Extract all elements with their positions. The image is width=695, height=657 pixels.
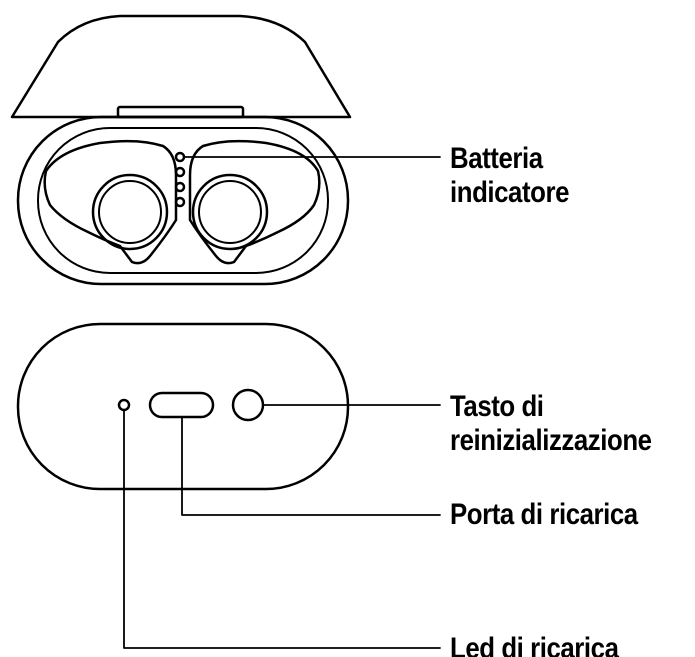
- battery-led-1: [174, 151, 186, 163]
- battery-led-3: [174, 181, 186, 193]
- battery-led-4: [174, 196, 186, 208]
- charging-port: [148, 391, 215, 419]
- leader-charging-port: [181, 416, 441, 516]
- reset-button: [231, 388, 265, 422]
- case-base-outer: [16, 115, 350, 286]
- case-bottom-view: [16, 322, 350, 491]
- charging-led: [117, 398, 131, 412]
- battery-led-2: [174, 166, 186, 178]
- label-reset-line1: Tasto di: [450, 390, 544, 423]
- case-lid: [10, 14, 352, 119]
- label-battery-line1: Batteria: [450, 142, 543, 175]
- right-earbud-tip-outer: [191, 173, 269, 251]
- case-base-inner: [37, 127, 329, 274]
- leader-charging-led: [123, 410, 441, 649]
- right-earbud: [188, 139, 321, 265]
- label-reset-line2: reinizializzazione: [450, 424, 652, 457]
- left-earbud: [43, 139, 178, 265]
- lid-hinge: [116, 105, 245, 119]
- label-charging-port: Porta di ricarica: [450, 498, 638, 531]
- right-earbud-tip-inner: [198, 180, 262, 244]
- left-earbud-tip-outer: [91, 173, 169, 251]
- left-earbud-tip-inner: [98, 180, 162, 244]
- label-battery-line2: indicatore: [450, 176, 570, 209]
- label-charging-led: Led di ricarica: [450, 632, 619, 657]
